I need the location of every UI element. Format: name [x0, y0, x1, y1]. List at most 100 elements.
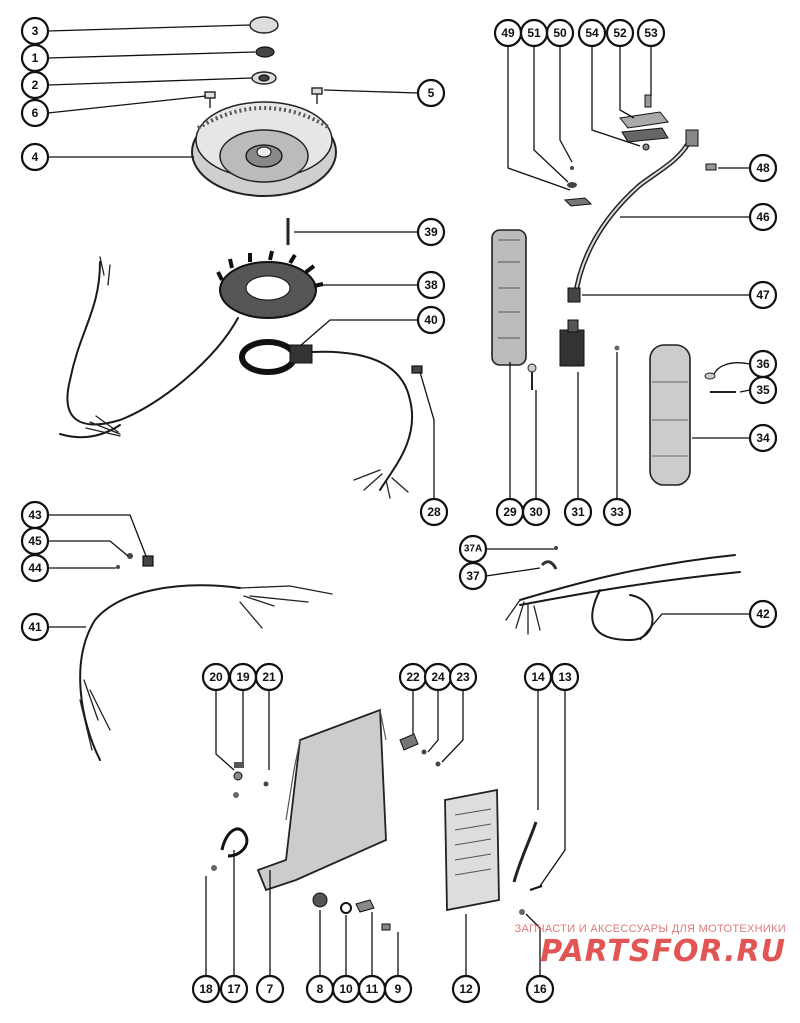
- callout-43: 43: [20, 500, 50, 530]
- svg-text:34: 34: [756, 431, 770, 445]
- svg-text:16: 16: [533, 982, 547, 996]
- callout-8: 8: [305, 974, 335, 1004]
- callout-35: 35: [748, 375, 778, 405]
- svg-text:2: 2: [32, 78, 39, 92]
- callout-34: 34: [748, 423, 778, 453]
- callout-4: 4: [20, 142, 50, 172]
- callout-13: 13: [550, 662, 580, 692]
- svg-text:22: 22: [406, 670, 420, 684]
- svg-text:20: 20: [209, 670, 223, 684]
- ignition-coil-group: [491, 94, 736, 486]
- callout-50: 50: [545, 18, 575, 48]
- mounting-plate-group: [211, 708, 543, 931]
- svg-text:5: 5: [428, 86, 435, 100]
- svg-text:7: 7: [267, 982, 274, 996]
- callout-3: 3: [20, 16, 50, 46]
- callout-33: 33: [602, 497, 632, 527]
- callout-53: 53: [636, 18, 666, 48]
- watermark: ЗАПЧАСТИ И АКСЕССУАРЫ ДЛЯ МОТОТЕХНИКИ PA…: [486, 923, 786, 969]
- callout-11: 11: [357, 974, 387, 1004]
- svg-text:41: 41: [28, 620, 42, 634]
- callout-21: 21: [254, 662, 284, 692]
- callout-22: 22: [398, 662, 428, 692]
- wire-harness-41: [79, 546, 741, 761]
- callout-6: 6: [20, 98, 50, 128]
- callout-44: 44: [20, 553, 50, 583]
- svg-text:44: 44: [28, 561, 42, 575]
- callout-23: 23: [448, 662, 478, 692]
- svg-text:13: 13: [558, 670, 572, 684]
- svg-text:17: 17: [227, 982, 241, 996]
- svg-text:12: 12: [459, 982, 473, 996]
- svg-text:35: 35: [756, 383, 770, 397]
- callout-9: 9: [383, 974, 413, 1004]
- svg-text:19: 19: [236, 670, 250, 684]
- svg-text:6: 6: [32, 106, 39, 120]
- leader-lines: [47, 24, 751, 976]
- callout-54: 54: [577, 18, 607, 48]
- stator-group: [59, 218, 423, 499]
- svg-text:50: 50: [553, 26, 567, 40]
- svg-text:48: 48: [756, 161, 770, 175]
- callout-14: 14: [523, 662, 553, 692]
- callout-37a: 37A: [458, 534, 488, 564]
- callout-47: 47: [748, 280, 778, 310]
- callout-16: 16: [525, 974, 555, 1004]
- callout-2: 2: [20, 70, 50, 100]
- svg-text:23: 23: [456, 670, 470, 684]
- svg-text:29: 29: [503, 505, 517, 519]
- callout-12: 12: [451, 974, 481, 1004]
- svg-text:53: 53: [644, 26, 658, 40]
- callout-labels: 3 1 2 6 4 5 39 38 40 28 49 51 50 54 52 5…: [20, 16, 778, 1004]
- svg-text:10: 10: [339, 982, 353, 996]
- svg-text:28: 28: [427, 505, 441, 519]
- svg-text:38: 38: [424, 278, 438, 292]
- svg-text:8: 8: [317, 982, 324, 996]
- svg-text:51: 51: [527, 26, 541, 40]
- svg-text:31: 31: [571, 505, 585, 519]
- svg-text:39: 39: [424, 225, 438, 239]
- callout-48: 48: [748, 153, 778, 183]
- svg-text:40: 40: [424, 313, 438, 327]
- svg-text:43: 43: [28, 508, 42, 522]
- callout-38: 38: [416, 270, 446, 300]
- flywheel-group: [191, 16, 337, 197]
- svg-text:36: 36: [756, 357, 770, 371]
- callout-49: 49: [493, 18, 523, 48]
- callout-42: 42: [748, 599, 778, 629]
- callout-28: 28: [419, 497, 449, 527]
- callout-46: 46: [748, 202, 778, 232]
- callout-30: 30: [521, 497, 551, 527]
- callout-1: 1: [20, 43, 50, 73]
- callout-52: 52: [605, 18, 635, 48]
- callout-17: 17: [219, 974, 249, 1004]
- watermark-brand: PARTSFOR.RU: [540, 934, 786, 969]
- svg-text:42: 42: [756, 607, 770, 621]
- callout-20: 20: [201, 662, 231, 692]
- watermark-tagline: ЗАПЧАСТИ И АКСЕССУАРЫ ДЛЯ МОТОТЕХНИКИ: [514, 923, 786, 935]
- callout-40: 40: [416, 305, 446, 335]
- svg-text:21: 21: [262, 670, 276, 684]
- callout-18: 18: [191, 974, 221, 1004]
- svg-text:1: 1: [32, 51, 39, 65]
- svg-text:24: 24: [431, 670, 445, 684]
- svg-text:47: 47: [756, 288, 770, 302]
- svg-text:9: 9: [395, 982, 402, 996]
- callout-7: 7: [255, 974, 285, 1004]
- callout-37: 37: [458, 561, 488, 591]
- svg-text:54: 54: [585, 26, 599, 40]
- svg-text:33: 33: [610, 505, 624, 519]
- callout-39: 39: [416, 217, 446, 247]
- callout-31: 31: [563, 497, 593, 527]
- svg-text:30: 30: [529, 505, 543, 519]
- svg-text:4: 4: [32, 150, 39, 164]
- callout-24: 24: [423, 662, 453, 692]
- callout-36: 36: [748, 349, 778, 379]
- svg-text:11: 11: [366, 982, 379, 996]
- svg-text:52: 52: [613, 26, 627, 40]
- svg-text:46: 46: [756, 210, 770, 224]
- callout-5: 5: [416, 78, 446, 108]
- callout-45: 45: [20, 526, 50, 556]
- svg-text:37A: 37A: [464, 544, 482, 555]
